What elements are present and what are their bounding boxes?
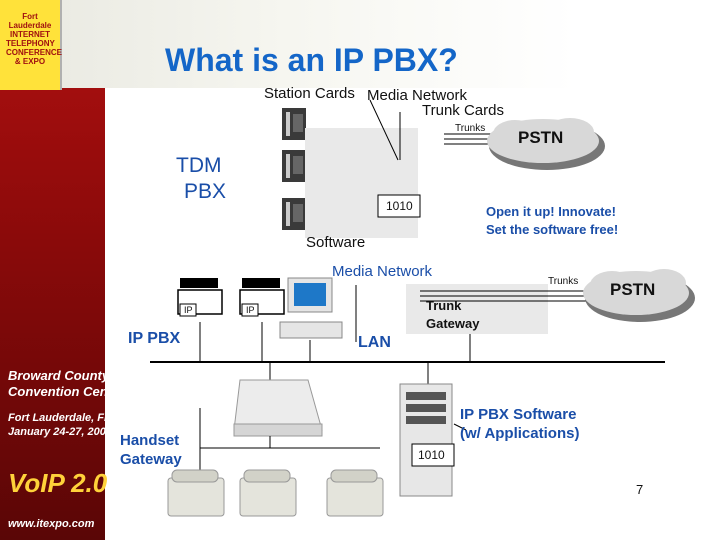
tdm-pbx-box <box>305 128 418 238</box>
tdm-pbx-label-line2: PBX <box>184 180 226 204</box>
analog-phone <box>168 470 224 516</box>
trunk-gateway-label-line1: Trunk <box>426 298 461 313</box>
ip-media-network-label: Media Network <box>332 263 432 280</box>
ip-trunks-label: Trunks <box>548 276 578 287</box>
page-number: 7 <box>636 482 643 497</box>
tdm-pstn-label: PSTN <box>518 128 563 148</box>
callout-line1: Open it up! Innovate! <box>486 204 616 219</box>
tdm-phone <box>282 198 306 230</box>
handset-gateway-device <box>234 380 322 436</box>
lan-label: LAN <box>358 334 391 352</box>
tdm-phone <box>282 108 306 140</box>
computer <box>280 278 342 338</box>
ip-pstn-label: PSTN <box>610 280 655 300</box>
callout-line2: Set the software free! <box>486 222 618 237</box>
handset-gateway-label-line1: Handset <box>120 432 179 449</box>
server-chip-label: 1010 <box>418 448 445 462</box>
handset-gateway-label-line2: Gateway <box>120 451 182 468</box>
ip-phone-tag: IP <box>246 305 255 315</box>
analog-phone <box>327 470 383 516</box>
ip-pbx-server <box>400 384 452 496</box>
tdm-chip-label: 1010 <box>386 199 413 213</box>
tdm-pbx-label-line1: TDM <box>176 154 222 178</box>
trunk-cards-label: Trunk Cards <box>422 102 504 119</box>
tdm-phone <box>282 150 306 182</box>
station-cards-label: Station Cards <box>264 85 355 102</box>
software-label: Software <box>306 234 365 251</box>
ip-phone-tag: IP <box>184 305 193 315</box>
software-label-line2: (w/ Applications) <box>460 425 579 442</box>
analog-phone <box>240 470 296 516</box>
software-label-line1: IP PBX Software <box>460 406 576 423</box>
ip-pbx-label: IP PBX <box>128 330 180 348</box>
trunk-gateway-label-line2: Gateway <box>426 316 479 331</box>
tdm-trunks-label: Trunks <box>455 123 485 134</box>
